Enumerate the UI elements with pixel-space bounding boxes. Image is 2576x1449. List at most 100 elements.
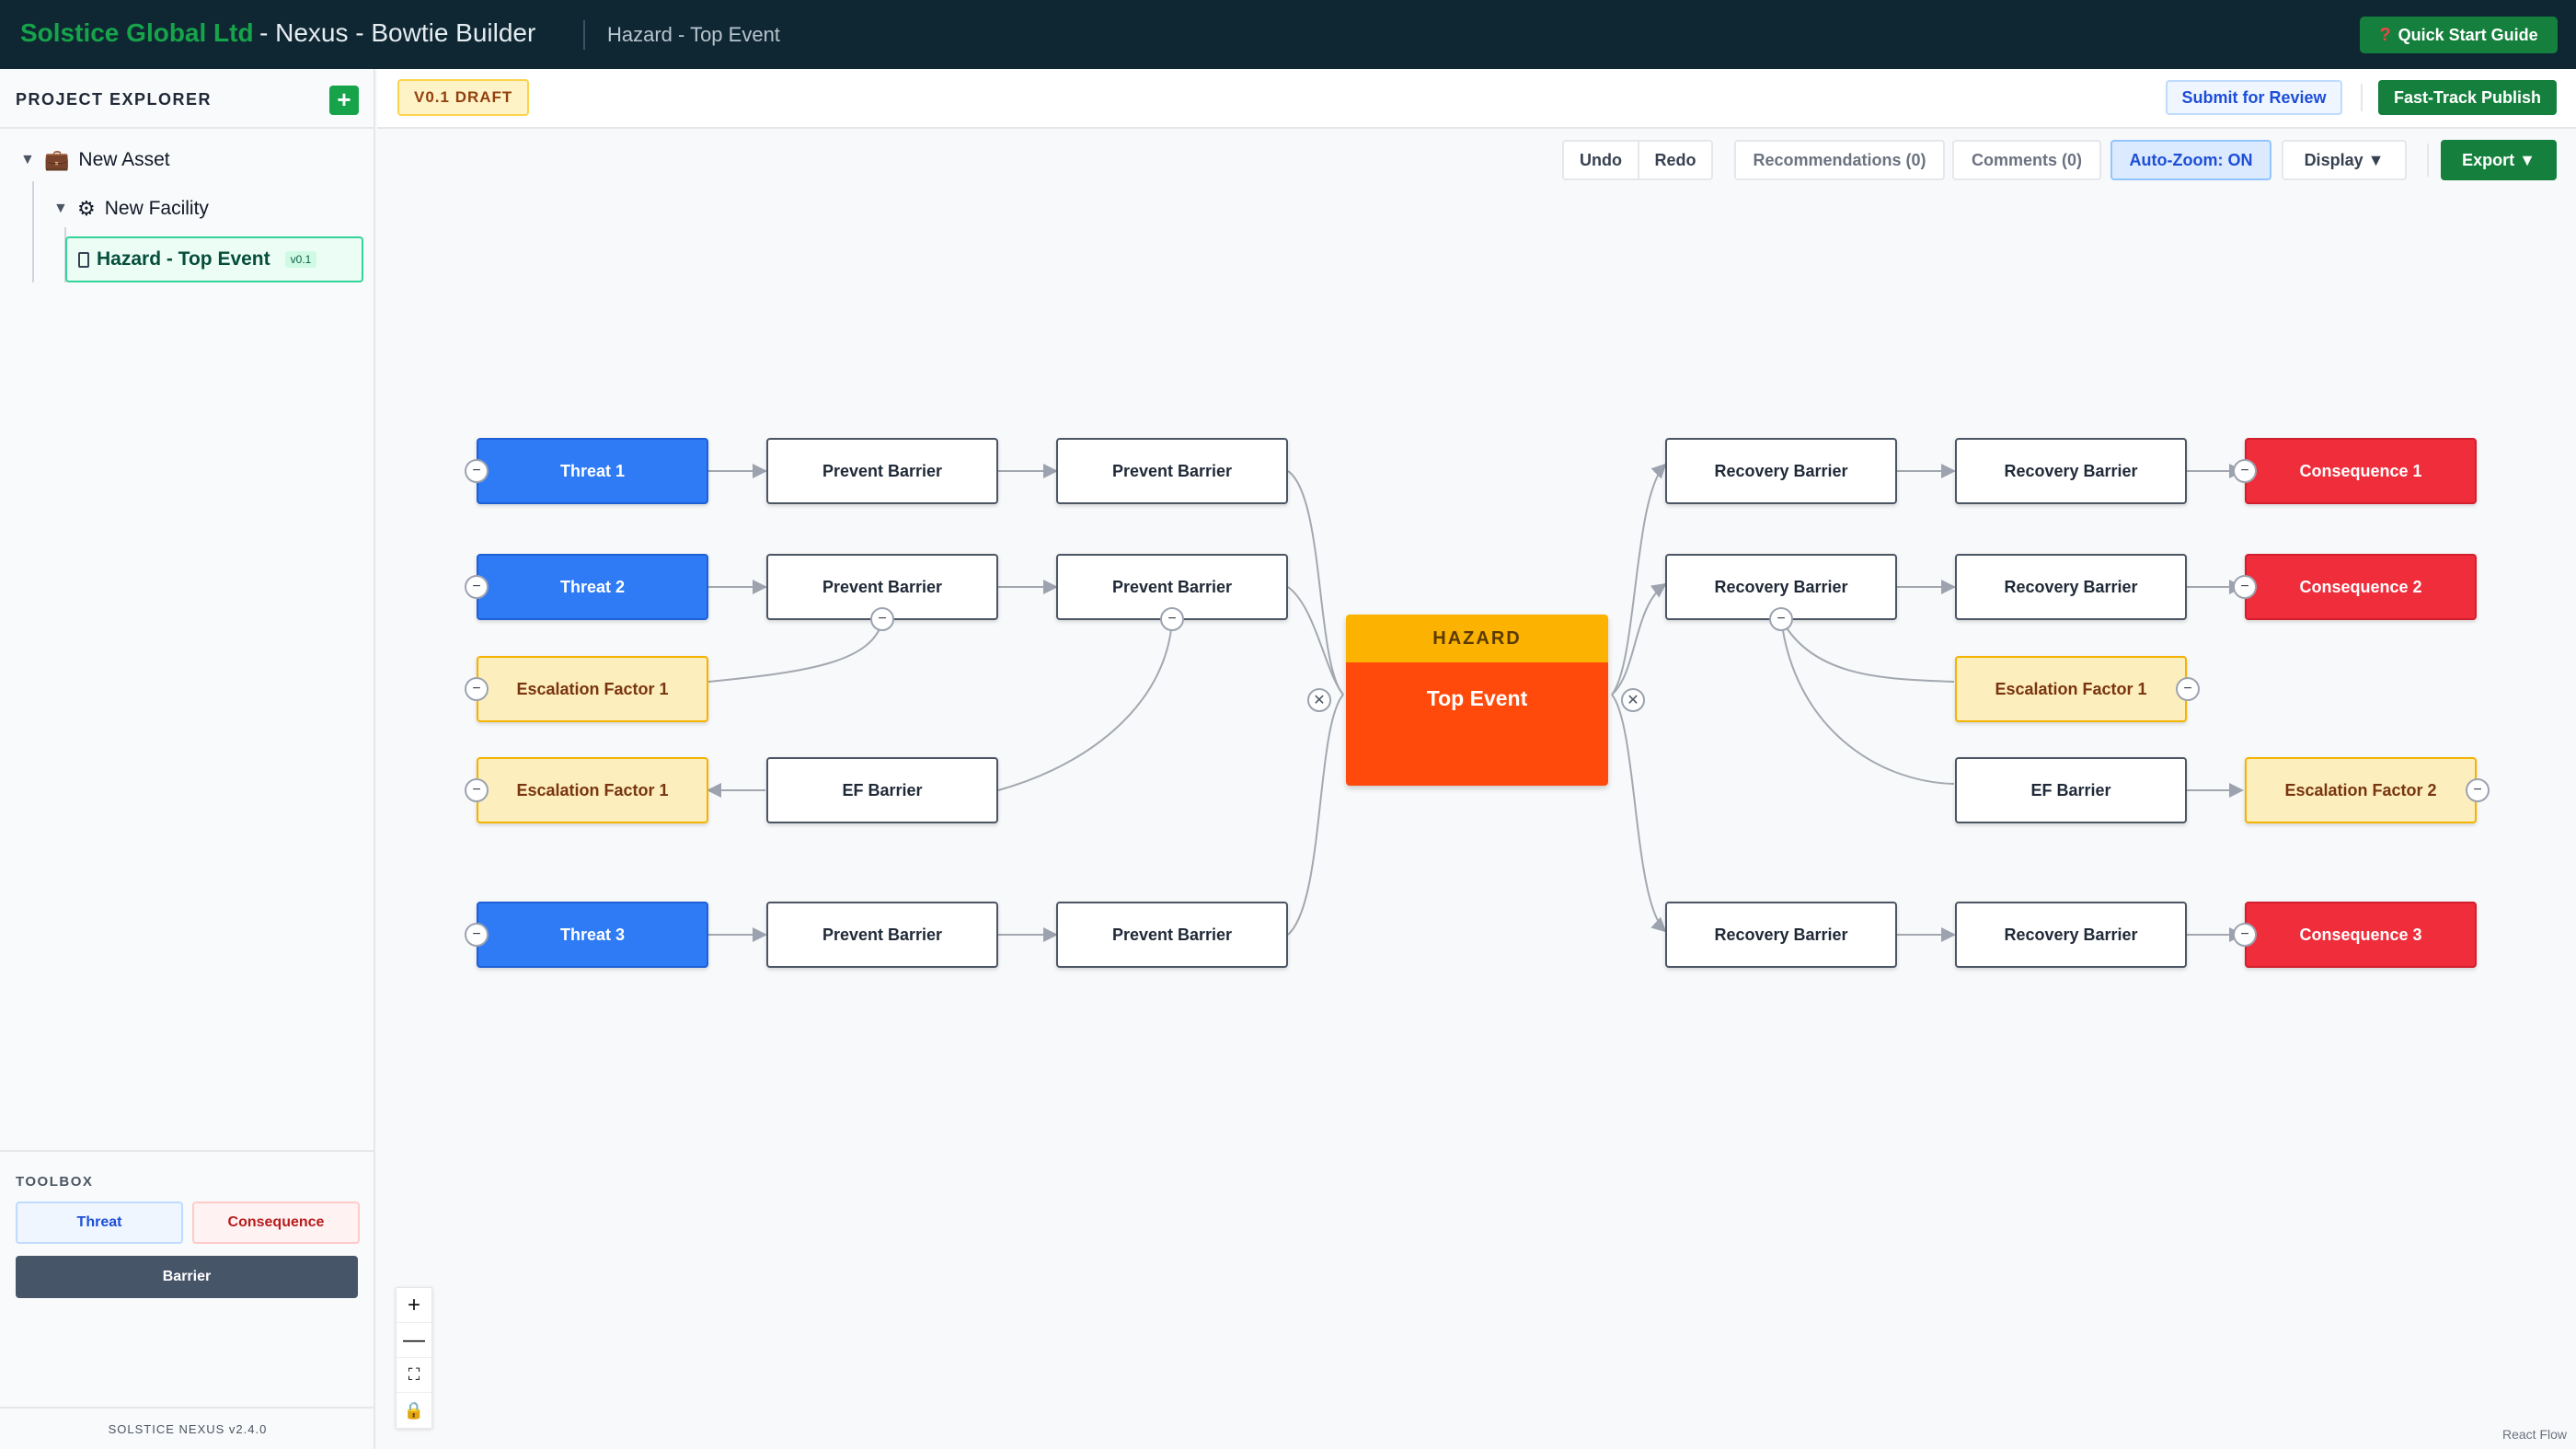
toolbox-consequence[interactable]: Consequence (192, 1202, 360, 1244)
recovery-barrier-node[interactable]: Recovery Barrier (1665, 438, 1897, 504)
title-divider (583, 20, 585, 50)
app-title: - Nexus - Bowtie Builder (259, 18, 536, 47)
ef-barrier-node[interactable]: EF Barrier (1955, 757, 2187, 823)
collapse-icon[interactable]: − (465, 923, 489, 947)
prevent-barrier-node[interactable]: Prevent Barrier (1056, 902, 1288, 968)
top-event-node[interactable]: HAZARD Top Event (1346, 615, 1608, 786)
collapse-icon[interactable]: − (1769, 607, 1793, 631)
breadcrumb[interactable]: Hazard - Top Event (607, 23, 780, 46)
recommendations-button[interactable]: Recommendations (0) (1734, 140, 1945, 180)
edge (997, 617, 1173, 791)
undo-button[interactable]: Undo (1562, 140, 1639, 180)
tree-item-new-asset[interactable]: ▼ 💼 New Asset (20, 148, 170, 172)
fit-view-icon[interactable]: ⛶ (397, 1358, 431, 1393)
threat-node[interactable]: Threat 1 (477, 438, 708, 504)
recovery-barrier-node[interactable]: Recovery Barrier (1955, 902, 2187, 968)
action-bar: V0.1 DRAFT Submit for Review Fast-Track … (377, 69, 2576, 129)
threat-node[interactable]: Threat 3 (477, 902, 708, 968)
project-explorer-title: PROJECT EXPLORER (16, 90, 213, 109)
escalation-factor-node[interactable]: Escalation Factor 2 (2245, 757, 2477, 823)
quick-start-guide-button[interactable]: ? Quick Start Guide (2360, 17, 2558, 53)
collapse-icon[interactable]: − (870, 607, 894, 631)
edge (707, 617, 884, 683)
toolbox: TOOLBOX Threat Consequence Barrier (0, 1150, 375, 1412)
add-item-button[interactable]: + (329, 86, 359, 115)
toolbox-barrier[interactable]: Barrier (16, 1256, 358, 1298)
tree-item-new-facility[interactable]: ▼ ⚙ New Facility (53, 197, 209, 221)
brand-name: Solstice Global Ltd (20, 18, 254, 47)
prevent-barrier-node[interactable]: Prevent Barrier (766, 438, 998, 504)
consequence-node[interactable]: Consequence 1 (2245, 438, 2477, 504)
briefcase-icon: 💼 (44, 148, 70, 171)
version-footer: SOLSTICE NEXUS v2.4.0 (0, 1407, 375, 1449)
divider (2427, 144, 2429, 177)
divider (2361, 84, 2363, 111)
question-icon: ? (2379, 24, 2391, 45)
threat-node[interactable]: Threat 2 (477, 554, 708, 620)
tree-item-label: New Facility (104, 198, 209, 219)
chevron-down-icon[interactable]: ▼ (20, 152, 35, 167)
submit-for-review-button[interactable]: Submit for Review (2166, 80, 2342, 115)
collapse-icon[interactable]: − (2233, 923, 2257, 947)
edge (1611, 463, 1667, 696)
tree-item-label: New Asset (78, 149, 170, 170)
lock-icon[interactable]: 🔒 (403, 1400, 425, 1420)
collapse-icon[interactable]: − (465, 575, 489, 599)
tree-item-label: Hazard - Top Event (97, 248, 270, 270)
react-flow-attribution[interactable]: React Flow (2502, 1427, 2568, 1442)
chevron-down-icon[interactable]: ▼ (53, 201, 68, 216)
escalation-factor-node[interactable]: Escalation Factor 1 (1955, 656, 2187, 722)
version-badge: v0.1 (284, 251, 317, 268)
comments-button[interactable]: Comments (0) (1952, 140, 2101, 180)
prevent-barrier-node[interactable]: Prevent Barrier (1056, 554, 1288, 620)
prevent-barrier-node[interactable]: Prevent Barrier (1056, 438, 1288, 504)
collapse-icon[interactable]: − (2233, 459, 2257, 483)
edge (1611, 582, 1667, 696)
consequence-node[interactable]: Consequence 3 (2245, 902, 2477, 968)
collapse-icon[interactable]: − (465, 677, 489, 701)
toolbox-title: TOOLBOX (16, 1174, 94, 1190)
recovery-barrier-node[interactable]: Recovery Barrier (1955, 554, 2187, 620)
edge (1780, 617, 1955, 785)
display-dropdown[interactable]: Display ▼ (2282, 140, 2407, 180)
recovery-barrier-node[interactable]: Recovery Barrier (1665, 902, 1897, 968)
zoom-controls: + — ⛶ 🔒 (396, 1287, 432, 1429)
collapse-right-icon[interactable]: ✕ (1621, 688, 1645, 712)
edge (1287, 470, 1344, 696)
collapse-icon[interactable]: − (2233, 575, 2257, 599)
document-icon (78, 251, 89, 268)
edge (1287, 694, 1344, 936)
escalation-factor-node[interactable]: Escalation Factor 1 (477, 757, 708, 823)
top-event-label: Top Event (1346, 662, 1608, 786)
top-bar: Solstice Global Ltd - Nexus - Bowtie Bui… (0, 0, 2576, 69)
collapse-icon[interactable]: − (1160, 607, 1184, 631)
collapse-icon[interactable]: − (2466, 778, 2490, 802)
prevent-barrier-node[interactable]: Prevent Barrier (766, 902, 998, 968)
ef-barrier-node[interactable]: EF Barrier (766, 757, 998, 823)
fast-track-publish-button[interactable]: Fast-Track Publish (2378, 80, 2557, 115)
hazard-label: HAZARD (1346, 615, 1608, 662)
zoom-in-icon[interactable]: + (397, 1288, 431, 1323)
auto-zoom-toggle[interactable]: Auto-Zoom: ON (2110, 140, 2271, 180)
edge (1287, 586, 1344, 696)
escalation-factor-node[interactable]: Escalation Factor 1 (477, 656, 708, 722)
draft-badge: V0.1 DRAFT (397, 79, 530, 116)
export-dropdown[interactable]: Export ▼ (2441, 140, 2557, 180)
sidebar: PROJECT EXPLORER + ▼ 💼 New Asset ▼ ⚙ New… (0, 69, 375, 1449)
toolbox-threat[interactable]: Threat (16, 1202, 183, 1244)
quick-start-label: Quick Start Guide (2398, 25, 2538, 44)
gear-icon: ⚙ (77, 197, 96, 220)
tree-item-hazard-top-event[interactable]: Hazard - Top Event v0.1 (65, 236, 363, 282)
tree-guide-line (32, 181, 34, 282)
edge (1611, 694, 1667, 933)
collapse-left-icon[interactable]: ✕ (1307, 688, 1331, 712)
recovery-barrier-node[interactable]: Recovery Barrier (1955, 438, 2187, 504)
consequence-node[interactable]: Consequence 2 (2245, 554, 2477, 620)
redo-button[interactable]: Redo (1638, 140, 1713, 180)
edge (1780, 617, 1955, 683)
collapse-icon[interactable]: − (465, 459, 489, 483)
collapse-icon[interactable]: − (465, 778, 489, 802)
zoom-out-icon[interactable]: — (397, 1323, 431, 1358)
collapse-icon[interactable]: − (2176, 677, 2200, 701)
